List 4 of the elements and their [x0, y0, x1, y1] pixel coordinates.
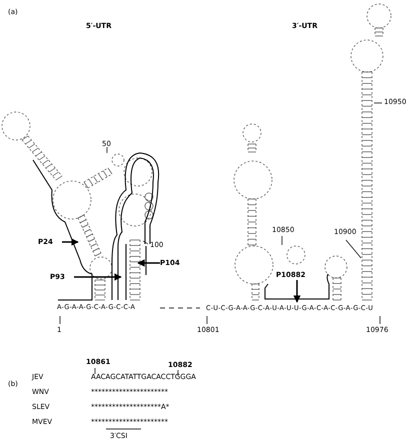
arrow — [293, 280, 301, 303]
arrow — [74, 273, 122, 281]
arrow — [137, 259, 160, 267]
arrow — [62, 238, 79, 246]
